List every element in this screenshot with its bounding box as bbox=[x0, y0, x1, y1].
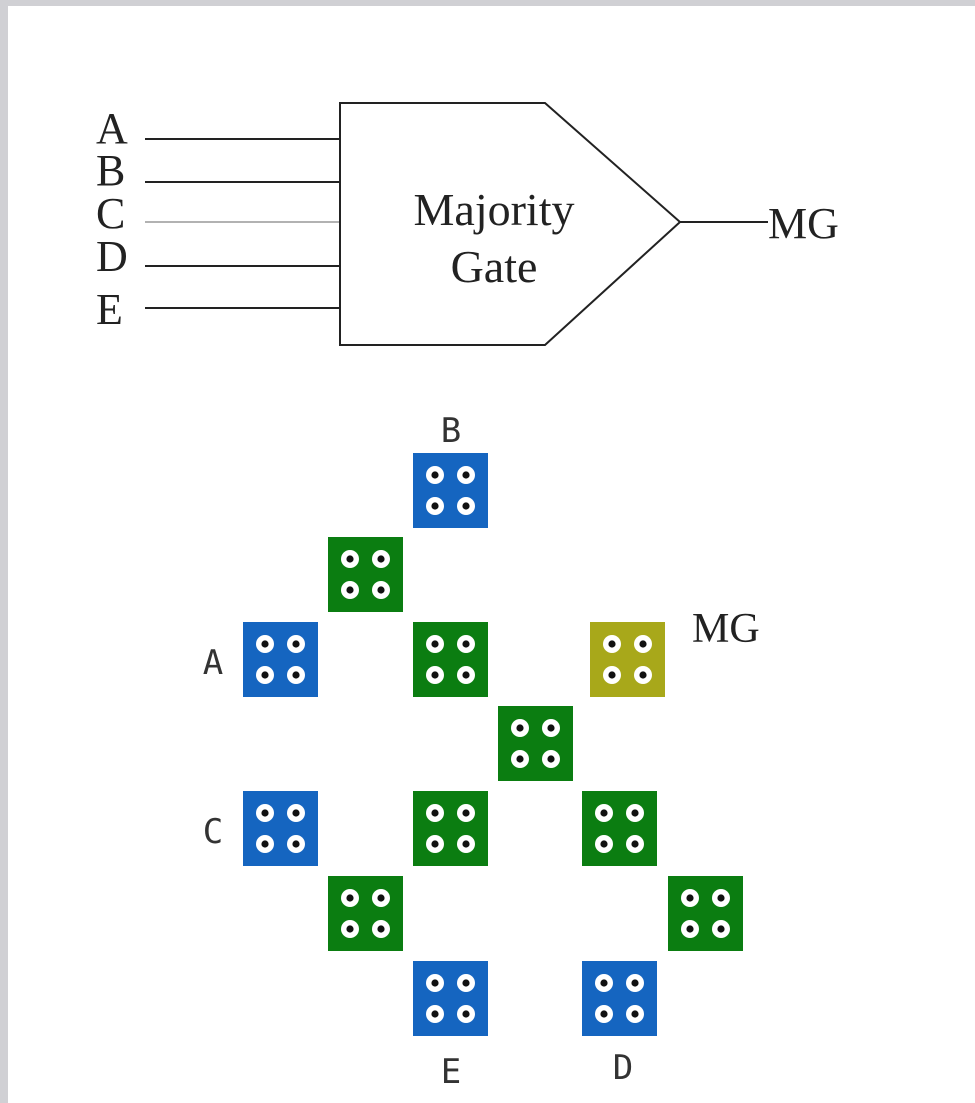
quantum-dot-center bbox=[377, 555, 385, 563]
qca-cell-input-a bbox=[243, 622, 318, 697]
quantum-dot-center bbox=[608, 640, 616, 648]
quantum-dot-center bbox=[431, 502, 439, 510]
quantum-dot-center bbox=[462, 671, 470, 679]
quantum-dot-center bbox=[600, 979, 608, 987]
quantum-dot-center bbox=[462, 640, 470, 648]
quantum-dot-center bbox=[346, 586, 354, 594]
quantum-dot-center bbox=[600, 1010, 608, 1018]
input-label-e: E bbox=[96, 285, 123, 334]
input-label-c: C bbox=[96, 189, 125, 238]
quantum-dot-center bbox=[462, 471, 470, 479]
quantum-dot-center bbox=[462, 840, 470, 848]
qca-cell-body bbox=[498, 706, 573, 781]
qca-cell-body bbox=[582, 961, 657, 1036]
quantum-dot-center bbox=[431, 671, 439, 679]
quantum-dot-center bbox=[462, 1010, 470, 1018]
quantum-dot-center bbox=[717, 925, 725, 933]
qca-cell-wire-1 bbox=[328, 537, 403, 612]
qca-label-a: A bbox=[203, 643, 223, 683]
quantum-dot-center bbox=[608, 671, 616, 679]
quantum-dot-center bbox=[547, 755, 555, 763]
quantum-dot-center bbox=[292, 840, 300, 848]
qca-cell-wire-5 bbox=[582, 791, 657, 866]
gate-title-line2: Gate bbox=[451, 241, 538, 292]
input-label-d: D bbox=[96, 232, 128, 281]
qca-cell-body bbox=[590, 622, 665, 697]
quantum-dot-center bbox=[431, 1010, 439, 1018]
qca-cell-input-e bbox=[413, 961, 488, 1036]
input-label-b: B bbox=[96, 146, 125, 195]
qca-cell-input-c bbox=[243, 791, 318, 866]
quantum-dot-center bbox=[377, 894, 385, 902]
quantum-dot-center bbox=[431, 640, 439, 648]
quantum-dot-center bbox=[431, 809, 439, 817]
qca-label-e: E bbox=[441, 1052, 461, 1092]
qca-label-d: D bbox=[613, 1048, 633, 1088]
quantum-dot-center bbox=[462, 809, 470, 817]
gate-symbol: A B C D E Majority Gate MG bbox=[96, 102, 839, 346]
quantum-dot-center bbox=[346, 555, 354, 563]
quantum-dot-center bbox=[462, 979, 470, 987]
qca-cell-body bbox=[243, 791, 318, 866]
qca-cell-body bbox=[328, 876, 403, 951]
qca-cell-wire-4 bbox=[413, 791, 488, 866]
qca-cells bbox=[243, 453, 743, 1036]
qca-cell-body bbox=[413, 622, 488, 697]
qca-cell-body bbox=[413, 961, 488, 1036]
output-label-mg: MG bbox=[768, 199, 839, 248]
quantum-dot-center bbox=[377, 586, 385, 594]
qca-label-mg: MG bbox=[692, 606, 760, 652]
gate-body bbox=[339, 102, 682, 346]
gate-title-line1: Majority bbox=[414, 184, 575, 235]
quantum-dot-center bbox=[631, 1010, 639, 1018]
quantum-dot-center bbox=[261, 840, 269, 848]
quantum-dot-center bbox=[346, 894, 354, 902]
quantum-dot-center bbox=[431, 979, 439, 987]
qca-cell-body bbox=[582, 791, 657, 866]
quantum-dot-center bbox=[346, 925, 354, 933]
quantum-dot-center bbox=[639, 640, 647, 648]
qca-cell-input-b bbox=[413, 453, 488, 528]
qca-layout: B A C E D MG bbox=[203, 411, 760, 1092]
qca-cell-wire-6 bbox=[328, 876, 403, 951]
quantum-dot-center bbox=[631, 840, 639, 848]
qca-cell-body bbox=[243, 622, 318, 697]
quantum-dot-center bbox=[717, 894, 725, 902]
quantum-dot-center bbox=[462, 502, 470, 510]
qca-cell-input-d bbox=[582, 961, 657, 1036]
quantum-dot-center bbox=[631, 979, 639, 987]
qca-cell-body bbox=[328, 537, 403, 612]
quantum-dot-center bbox=[377, 925, 385, 933]
quantum-dot-center bbox=[516, 724, 524, 732]
qca-cell-wire-3 bbox=[498, 706, 573, 781]
quantum-dot-center bbox=[292, 640, 300, 648]
qca-label-c: C bbox=[203, 812, 223, 852]
qca-cell-body bbox=[413, 791, 488, 866]
quantum-dot-center bbox=[431, 840, 439, 848]
quantum-dot-center bbox=[686, 894, 694, 902]
qca-cell-wire-2 bbox=[413, 622, 488, 697]
qca-cell-output-mg bbox=[590, 622, 665, 697]
qca-label-b: B bbox=[441, 411, 461, 451]
quantum-dot-center bbox=[431, 471, 439, 479]
quantum-dot-center bbox=[261, 809, 269, 817]
quantum-dot-center bbox=[547, 724, 555, 732]
qca-cell-wire-7 bbox=[668, 876, 743, 951]
quantum-dot-center bbox=[600, 809, 608, 817]
quantum-dot-center bbox=[292, 671, 300, 679]
quantum-dot-center bbox=[600, 840, 608, 848]
qca-cell-body bbox=[668, 876, 743, 951]
quantum-dot-center bbox=[292, 809, 300, 817]
quantum-dot-center bbox=[261, 640, 269, 648]
quantum-dot-center bbox=[261, 671, 269, 679]
qca-cell-body bbox=[413, 453, 488, 528]
quantum-dot-center bbox=[516, 755, 524, 763]
quantum-dot-center bbox=[686, 925, 694, 933]
input-label-a: A bbox=[96, 104, 128, 153]
quantum-dot-center bbox=[631, 809, 639, 817]
quantum-dot-center bbox=[639, 671, 647, 679]
